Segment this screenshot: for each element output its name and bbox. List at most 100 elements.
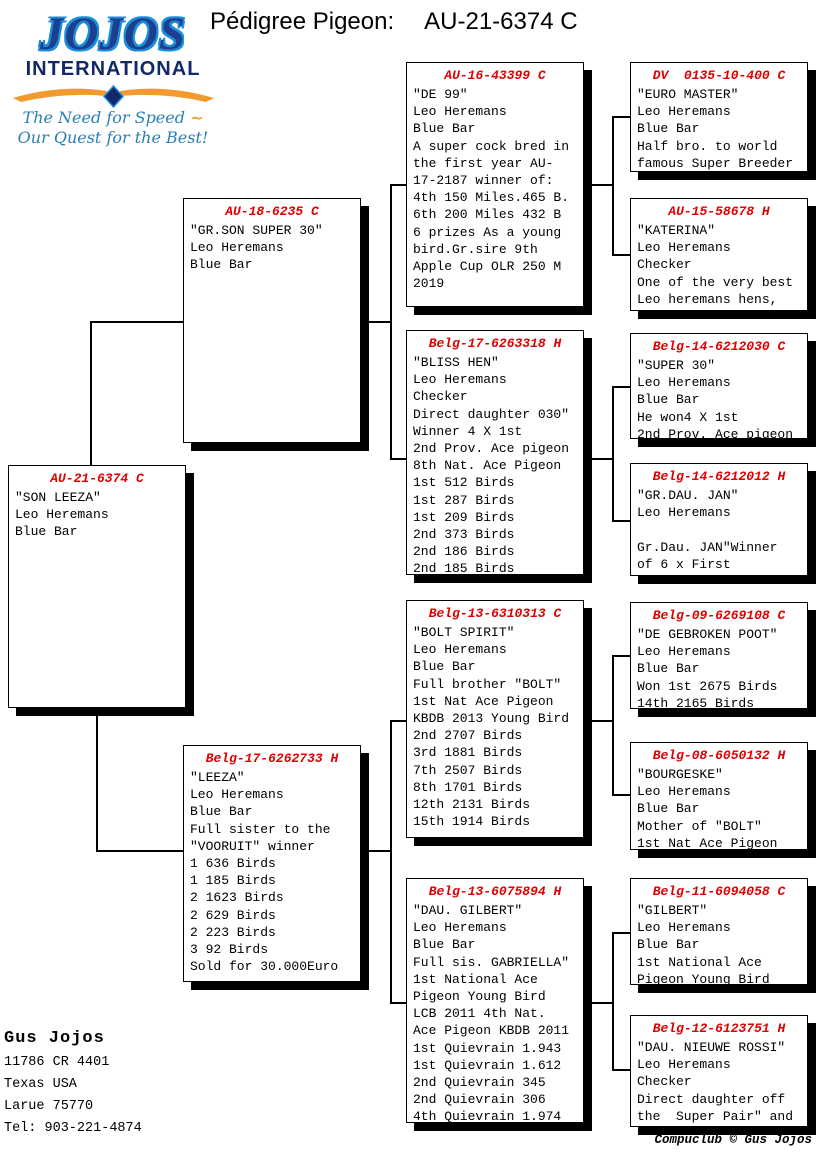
- pedigree-detail-line: "BLISS HEN": [413, 355, 499, 370]
- connector-line: [612, 254, 630, 256]
- pedigree-detail-line: 1st Nat Ace Pigeon: [637, 835, 778, 850]
- pedigree-detail-line: the first year AU-: [413, 155, 554, 171]
- pedigree-detail-line: 1st 512 Birds: [413, 475, 515, 491]
- pedigree-detail-line: 8th 1701 Birds: [413, 779, 523, 795]
- connector-line: [390, 720, 392, 1004]
- connector-line: [612, 520, 630, 522]
- pedigree-detail-line: Leo Heremans: [637, 104, 731, 120]
- pedigree-detail-line: 2 223 Birds: [190, 924, 276, 940]
- pedigree-box-gs2: Belg-13-6310313 C "BOLT SPIRIT"Leo Herema…: [406, 600, 584, 838]
- pedigree-detail-line: Won 1st 2675 Birds: [637, 678, 778, 694]
- pedigree-detail-line: Leo Heremans: [637, 644, 731, 660]
- connector-line: [612, 116, 614, 256]
- pedigree-box-ring-number: Belg-14-6212012 H: [652, 469, 786, 484]
- pedigree-detail-line: Ace Pigeon KBDB 2011: [413, 1023, 570, 1039]
- pedigree-box-sire: AU-18-6235 C"GR.SON SUPER 30"Leo Hereman…: [183, 198, 361, 443]
- pedigree-box-details: "GR.DAU. JAN"Leo Heremans Gr.Dau. JAN"Wi…: [637, 487, 801, 573]
- connector-line: [90, 321, 183, 323]
- pedigree-detail-line: Full sister to the: [190, 821, 331, 837]
- pedigree-detail-line: Pigeon Young Bird: [413, 989, 546, 1005]
- connector-line: [612, 932, 630, 934]
- logo-tagline-1: The Need for Speed ~: [22, 108, 204, 127]
- pedigree-detail-line: the Super Pair" and: [637, 1108, 794, 1124]
- pedigree-detail-line: Leo Heremans: [637, 920, 731, 936]
- pedigree-box-ring-number: Belg-17-6262733 H: [205, 751, 339, 766]
- pedigree-box-ring-number: Belg-13-6310313 C: [428, 606, 562, 621]
- owner-contact-block: Gus Jojos 11786 CR 4401 Texas USA Larue …: [4, 1026, 142, 1140]
- pedigree-detail-line: Leo Heremans: [637, 375, 731, 391]
- pedigree-detail-line: Blue Bar: [637, 661, 700, 677]
- logo-wordmark: JOJOS: [39, 8, 187, 60]
- connector-line: [390, 1002, 406, 1004]
- pedigree-detail-line: 1st National Ace: [413, 971, 538, 987]
- footer-credit: Compuclub © Gus Jojos: [654, 1133, 812, 1147]
- pedigree-box-ring-number: AU-21-6374 C: [50, 471, 144, 486]
- pedigree-detail-line: 1st Quievrain 1.612: [413, 1057, 562, 1073]
- pedigree-detail-line: Direct daughter 030": [413, 406, 570, 422]
- connector-line: [390, 458, 406, 460]
- pedigree-detail-line: Checker: [637, 1074, 692, 1090]
- pedigree-detail-line: of 6 x First: [637, 556, 731, 572]
- pedigree-detail-line: 2nd Prov. Ace pigeon: [413, 441, 570, 457]
- connector-line: [361, 321, 391, 323]
- pedigree-detail-line: Blue Bar: [413, 659, 476, 675]
- pedigree-detail-line: Leo Heremans: [413, 372, 507, 388]
- pedigree-detail-line: "GR.SON SUPER 30": [190, 223, 323, 238]
- pedigree-detail-line: Blue Bar: [413, 121, 476, 137]
- pedigree-detail-line: Leo Heremans: [637, 1057, 731, 1073]
- pedigree-detail-line: 4th Quievrain 1.974: [413, 1109, 562, 1123]
- pedigree-detail-line: 2 1623 Birds: [190, 890, 284, 906]
- pedigree-detail-line: 2nd Quievrain 306: [413, 1092, 546, 1108]
- pedigree-detail-line: Leo Heremans: [637, 240, 731, 256]
- logo-subtitle: INTERNATIONAL: [25, 58, 201, 80]
- pedigree-detail-line: Leo Heremans: [190, 240, 284, 256]
- pedigree-detail-line: "SUPER 30": [637, 358, 716, 373]
- pedigree-detail-line: 2nd 2707 Birds: [413, 728, 523, 744]
- tagline-swoosh-icon: ~: [190, 108, 204, 127]
- pedigree-detail-line: 2nd 186 Birds: [413, 544, 515, 560]
- connector-line: [584, 184, 613, 186]
- pedigree-detail-line: Checker: [637, 257, 692, 273]
- pedigree-detail-line: 6th 200 Miles 432 B: [413, 207, 562, 223]
- pedigree-detail-line: Mother of "BOLT": [637, 818, 762, 834]
- logo-tagline-2: Our Quest for the Best!: [17, 128, 209, 147]
- pedigree-detail-line: 2 629 Birds: [190, 907, 276, 923]
- pedigree-box-gd2: Belg-13-6075894 H "DAU. GILBERT"Leo Herem…: [406, 878, 584, 1123]
- pedigree-box-ring-number: AU-15-58678 H: [668, 204, 770, 219]
- pedigree-detail-line: Blue Bar: [15, 524, 78, 540]
- pedigree-detail-line: 6 prizes As a young: [413, 224, 562, 240]
- pedigree-detail-line: 7th 2507 Birds: [413, 762, 523, 778]
- pedigree-detail-line: Blue Bar: [413, 937, 476, 953]
- pedigree-detail-line: 1 185 Birds: [190, 873, 276, 889]
- pedigree-box-ggs1: DV 0135-10-400 C"EURO MASTER"Leo Hereman…: [630, 62, 808, 172]
- pedigree-box-ggs3: Belg-09-6269108 C"DE GEBROKEN POOT"Leo H…: [630, 602, 808, 709]
- pedigree-detail-line: Blue Bar: [637, 801, 700, 817]
- pedigree-detail-line: Checker: [413, 389, 468, 405]
- pedigree-box-ring-number: Belg-12-6123751 H: [652, 1021, 786, 1036]
- owner-address-line: 11786 CR 4401: [4, 1055, 110, 1070]
- pedigree-detail-line: "DE GEBROKEN POOT": [637, 627, 778, 642]
- pedigree-detail-line: "KATERINA": [637, 223, 716, 238]
- pedigree-detail-line: Pigeon Young Bird: [637, 971, 770, 985]
- connector-line: [612, 932, 614, 1071]
- connector-line: [612, 1069, 630, 1071]
- pedigree-detail-line: Blue Bar: [637, 121, 700, 137]
- pedigree-detail-line: Blue Bar: [190, 257, 253, 273]
- pedigree-detail-line: Blue Bar: [637, 392, 700, 408]
- pedigree-box-ring-number: Belg-13-6075894 H: [428, 884, 562, 899]
